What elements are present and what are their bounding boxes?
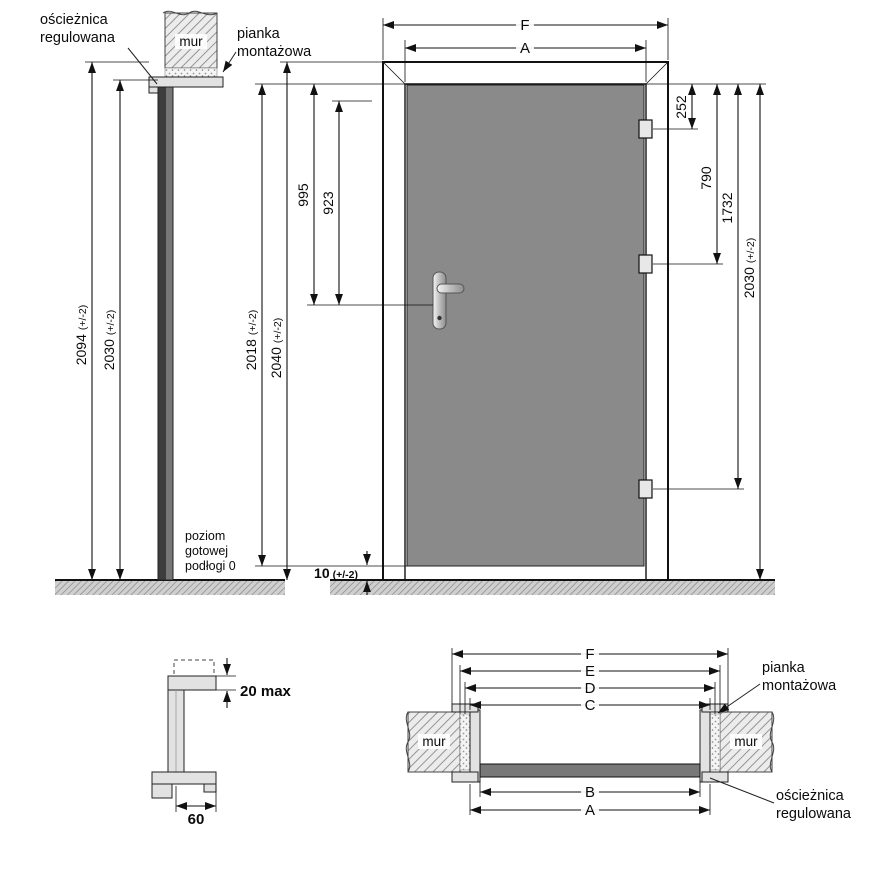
dim-value: 2030 bbox=[741, 267, 757, 298]
plan-frame-label-line1: ościeżnica bbox=[776, 788, 845, 804]
dim-plan-d-label: D bbox=[585, 680, 596, 697]
frame-jamb-dark bbox=[158, 87, 166, 580]
profile-adjustable-extension bbox=[173, 659, 215, 677]
dim-plan-b-label: B bbox=[585, 784, 595, 801]
wall-label-bg bbox=[175, 34, 207, 49]
frame-head-profile bbox=[148, 76, 224, 88]
dim-total-height-label: 2094 (+/-2) bbox=[73, 305, 89, 366]
handle-backplate bbox=[432, 271, 447, 330]
frame-jamb-outline bbox=[157, 86, 174, 581]
plan-foam-label-line2: montażowa bbox=[762, 678, 837, 694]
dim-plan-e-label: E bbox=[585, 663, 595, 680]
dim-floor-gap-label: 10(+/-2) bbox=[314, 565, 358, 581]
frame-label-line2: regulowana bbox=[40, 30, 116, 46]
wall-break-left bbox=[405, 711, 411, 773]
foam-label-line1: pianka bbox=[237, 26, 281, 42]
foam-label-arrow bbox=[222, 51, 237, 73]
dim-opening-height-label: 2030 (+/-2) bbox=[741, 238, 757, 299]
dim-value: 2018 bbox=[243, 339, 259, 370]
profile-top-arm bbox=[167, 675, 217, 691]
frame-arm-right-bottom bbox=[701, 771, 729, 783]
dim-value: 10 bbox=[314, 565, 330, 581]
dim-a-bg bbox=[516, 40, 534, 56]
dim-tolerance: (+/-2) bbox=[77, 305, 89, 330]
wall-label-left: mur bbox=[422, 734, 446, 749]
door-handle bbox=[432, 271, 465, 330]
floor-hatch-right bbox=[330, 580, 775, 595]
wall-break-right bbox=[769, 711, 775, 773]
dim-hinge-middle-label: 790 bbox=[698, 166, 714, 190]
dim-value: 2040 bbox=[268, 347, 284, 378]
dim-plan-b-bg bbox=[581, 784, 599, 800]
frame-miter-left bbox=[382, 61, 406, 85]
dim-plan-f-label: F bbox=[585, 646, 594, 663]
dim-plan-f-bg bbox=[581, 646, 599, 662]
dim-adjustment-label: 20 max bbox=[240, 683, 292, 700]
frame-jamb-light bbox=[166, 87, 173, 580]
dim-frame-height-label: 2040 (+/-2) bbox=[268, 318, 284, 379]
frame-miter-right bbox=[645, 61, 669, 85]
foam-label-line2: montażowa bbox=[237, 44, 312, 60]
dim-tolerance: (+/-2) bbox=[247, 310, 259, 335]
wall-label-right: mur bbox=[734, 734, 758, 749]
dim-frame-height-label: 2030 (+/-2) bbox=[101, 310, 117, 371]
handle-keyhole bbox=[437, 315, 442, 321]
dim-tolerance: (+/-2) bbox=[333, 569, 358, 581]
dim-plan-d-bg bbox=[581, 680, 599, 696]
door-leaf bbox=[406, 84, 645, 567]
plan-foam-label-arrow bbox=[717, 683, 761, 714]
hinge-bottom bbox=[638, 479, 653, 499]
dim-hinge-top-label: 252 bbox=[673, 95, 689, 119]
dim-tolerance: (+/-2) bbox=[745, 238, 757, 263]
dim-plan-c-bg bbox=[581, 697, 599, 713]
frame-jamb-plan-left bbox=[469, 709, 481, 783]
dim-f-bg bbox=[516, 17, 534, 33]
dim-leaf-height-label: 2018 (+/-2) bbox=[243, 310, 259, 371]
floor-label-line2: gotowej bbox=[185, 544, 228, 558]
profile-foot bbox=[151, 771, 217, 785]
frame-label-line1: ościeżnica bbox=[40, 12, 109, 28]
dim-overall-width-label: F bbox=[520, 17, 529, 34]
plan-section-view: mur mur F E D C bbox=[405, 646, 852, 822]
dim-handle-inner-label: 923 bbox=[320, 191, 336, 215]
floor-label-line3: podłogi 0 bbox=[185, 559, 236, 573]
dim-plan-c-label: C bbox=[585, 697, 596, 714]
floor-label-line1: poziom bbox=[185, 529, 225, 543]
floor-hatch-left bbox=[55, 580, 285, 595]
hinge-top bbox=[638, 119, 653, 139]
hinge-middle bbox=[638, 254, 653, 274]
frame-arm-left-bottom bbox=[451, 771, 479, 783]
frame-jamb-plan-right bbox=[699, 709, 711, 783]
wall-label-right-bg bbox=[730, 734, 762, 749]
profile-detail-view: 20 max 60 bbox=[151, 658, 292, 828]
dim-tolerance: (+/-2) bbox=[272, 318, 284, 343]
handle-lever bbox=[436, 283, 465, 294]
dim-plan-e-bg bbox=[581, 663, 599, 679]
door-leaf-plan bbox=[479, 763, 701, 778]
profile-foot-lip bbox=[203, 783, 217, 793]
dim-plan-a-label: A bbox=[585, 802, 595, 819]
dim-depth-label: 60 bbox=[188, 811, 205, 828]
dim-hinge-bottom-label: 1732 bbox=[719, 192, 735, 223]
mounting-foam-plan-left bbox=[459, 713, 471, 771]
profile-foot-hook bbox=[151, 783, 173, 799]
dim-opening-width-label: A bbox=[520, 40, 530, 57]
mounting-foam-plan-right bbox=[709, 713, 721, 771]
side-section-view: mur ościeżnica regulowana pianka montażo… bbox=[40, 10, 312, 595]
dim-value: 2094 bbox=[73, 334, 89, 365]
wall-label: mur bbox=[179, 34, 203, 49]
plan-frame-label-line2: regulowana bbox=[776, 806, 852, 822]
front-view: F A 2018(+/-2) 2040(+/-2) 995 923 10(+/-… bbox=[243, 17, 775, 595]
mounting-foam-section bbox=[164, 67, 218, 78]
dim-plan-a-bg bbox=[581, 802, 599, 818]
dim-handle-outer-label: 995 bbox=[295, 183, 311, 207]
plan-frame-label-leader bbox=[709, 777, 775, 804]
dim-tolerance: (+/-2) bbox=[105, 310, 117, 335]
dim-value: 2030 bbox=[101, 339, 117, 370]
frame-label-leader bbox=[127, 47, 158, 85]
wall-break-line bbox=[162, 10, 218, 16]
wall-label-left-bg bbox=[418, 734, 450, 749]
plan-foam-label-line1: pianka bbox=[762, 660, 806, 676]
